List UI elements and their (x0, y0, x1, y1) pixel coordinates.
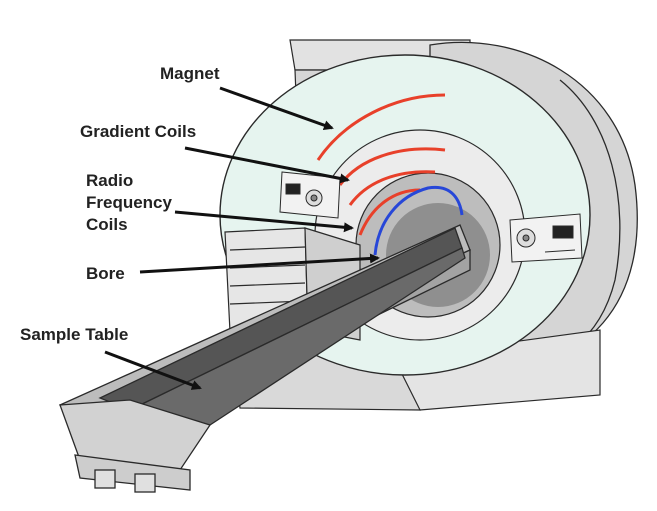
gradient-coils-arrow (184, 146, 350, 184)
rf-coils-arrow (174, 210, 354, 233)
magnet-arrow (219, 86, 334, 131)
left-control-panel (279, 171, 341, 219)
bore-arrow (139, 253, 380, 274)
rf-coil-arc (358, 188, 421, 236)
bore-ring (373, 185, 464, 256)
label-bore: Bore (86, 264, 125, 283)
right-control-panel (509, 213, 583, 263)
label-rf-line2: Frequency (86, 193, 172, 212)
label-gradient-coils: Gradient Coils (80, 122, 197, 141)
sample-table-arrow (104, 350, 202, 390)
label-rf-line3: Coils (86, 215, 128, 234)
sample-table (59, 224, 471, 493)
magnet-coil-arc (316, 93, 446, 161)
label-rf-line1: Radio (86, 171, 134, 190)
label-sample-table: Sample Table (20, 325, 129, 344)
label-magnet: Magnet (160, 64, 220, 83)
gradient-coil-arc-inner (348, 170, 436, 206)
